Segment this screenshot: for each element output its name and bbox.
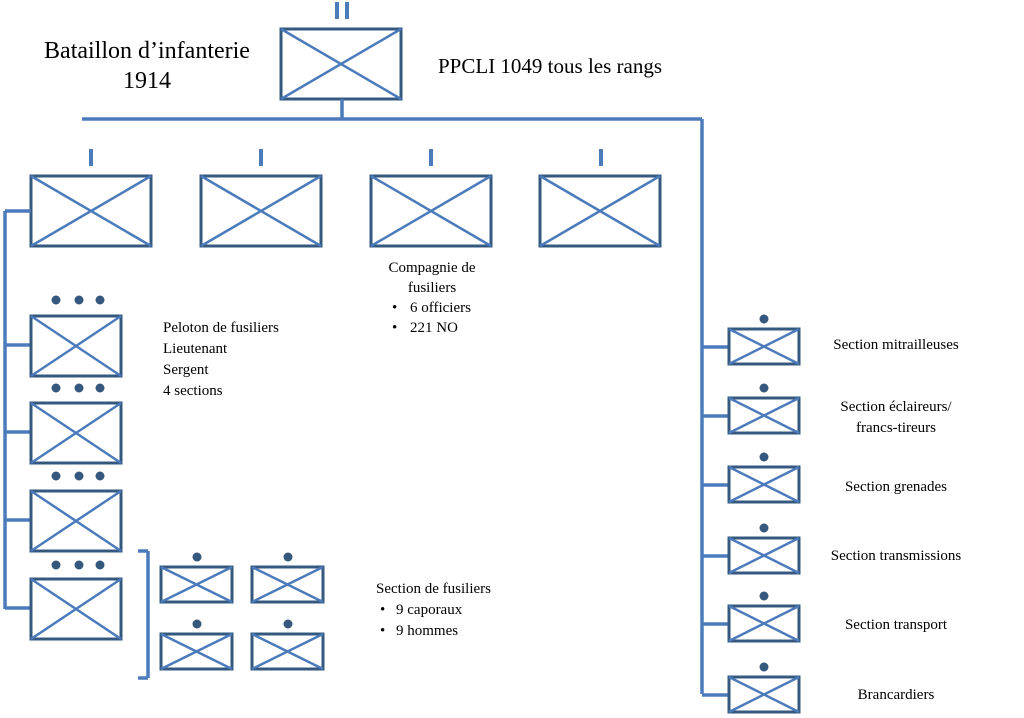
rifle-section-bullets: 9 caporaux 9 hommes xyxy=(376,600,491,642)
platoon-symbol-3 xyxy=(29,489,123,553)
support-label-scouts: Section éclaireurs/ francs-tireurs xyxy=(808,397,984,439)
company-label-line-1: Compagnie de xyxy=(388,260,476,276)
platoon-size-dot xyxy=(74,471,84,481)
support-section-size-dot xyxy=(759,523,769,533)
platoon-size-dot xyxy=(95,295,105,305)
support-section-symbol-4 xyxy=(727,536,801,575)
rifle-section-bullet-men: 9 hommes xyxy=(380,621,491,642)
support-label-signals-line-1: Section transmissions xyxy=(830,548,962,564)
support-section-symbol-2 xyxy=(727,396,801,435)
unit-cross-line xyxy=(728,327,800,366)
unit-cross-line xyxy=(251,632,324,671)
unit-cross-line xyxy=(728,396,800,435)
unit-cross-line xyxy=(200,174,322,248)
support-section-symbol-6 xyxy=(727,675,801,714)
rifle-section-size-dot xyxy=(283,552,293,562)
support-section-size-dot xyxy=(759,591,769,601)
unit-cross-line xyxy=(539,174,661,248)
company-symbol-1 xyxy=(29,174,153,248)
unit-cross-line xyxy=(728,465,800,504)
support-section-symbol-5 xyxy=(727,604,801,643)
rifle-section-size-dot xyxy=(192,552,202,562)
unit-cross-line xyxy=(728,604,800,643)
platoon-size-dot xyxy=(95,560,105,570)
platoon-size-dot xyxy=(74,295,84,305)
platoon-size-dot xyxy=(51,560,61,570)
platoon-size-dot xyxy=(74,560,84,570)
platoon-label-line-3: Sergent xyxy=(163,362,209,378)
rifle-section-title: Section de fusiliers xyxy=(376,581,491,597)
rifle-section-bullet-corporals: 9 caporaux xyxy=(380,600,491,621)
rifle-section-symbol-2 xyxy=(250,565,325,604)
unit-cross-line xyxy=(728,536,800,575)
platoon-size-dot xyxy=(95,471,105,481)
unit-cross-line xyxy=(728,675,800,714)
support-label-stretcher-bearers: Brancardiers xyxy=(808,685,984,706)
unit-cross-line xyxy=(280,27,402,101)
support-section-size-dot xyxy=(759,662,769,672)
support-label-stretcher-bearers-line-1: Brancardiers xyxy=(857,687,935,703)
platoon-size-dot xyxy=(51,383,61,393)
company-bullets: 6 officiers 221 NO xyxy=(364,298,500,338)
support-label-transport-line-1: Section transport xyxy=(844,617,948,633)
support-label-scouts-line-2: francs-tireurs xyxy=(856,420,936,436)
title-line-2: 1914 xyxy=(123,68,171,94)
rifle-section-symbol-3 xyxy=(159,632,234,671)
unit-cross-line xyxy=(30,577,122,641)
support-label-scouts-line-1: Section éclaireurs/ xyxy=(840,399,952,415)
platoon-size-dot xyxy=(51,295,61,305)
platoon-size-dot xyxy=(51,471,61,481)
rifle-section-size-dot xyxy=(192,619,202,629)
unit-cross-line xyxy=(370,174,492,248)
platoon-symbol-2 xyxy=(29,401,123,465)
support-label-machine-gun: Section mitrailleuses xyxy=(808,335,984,356)
platoon-label-line-1: Peloton de fusiliers xyxy=(163,320,279,336)
support-label-machine-gun-line-1: Section mitrailleuses xyxy=(833,337,959,353)
unit-cross-line xyxy=(30,314,122,378)
platoon-symbol-1 xyxy=(29,314,123,378)
unit-cross-line xyxy=(30,401,122,465)
company-bullet-nco: 221 NO xyxy=(392,318,500,338)
battalion-symbol xyxy=(279,27,403,101)
company-label-line-2: fusiliers xyxy=(407,280,457,296)
support-section-size-dot xyxy=(759,383,769,393)
title-line-1: Bataillon d’infanterie xyxy=(44,38,250,64)
battalion-label: PPCLI 1049 tous les rangs xyxy=(438,54,663,78)
unit-cross-line xyxy=(30,489,122,553)
rifle-section-label: Section de fusiliers 9 caporaux 9 hommes xyxy=(376,579,491,642)
platoon-label-line-4: 4 sections xyxy=(163,383,223,399)
support-section-symbol-3 xyxy=(727,465,801,504)
support-label-signals: Section transmissions xyxy=(808,546,984,567)
rifle-section-symbol-4 xyxy=(250,632,325,671)
platoon-size-dot xyxy=(95,383,105,393)
support-label-grenades: Section grenades xyxy=(808,477,984,498)
company-label: Compagnie de fusiliers 6 officiers 221 N… xyxy=(364,258,500,338)
rifle-section-size-dot xyxy=(283,619,293,629)
support-label-grenades-line-1: Section grenades xyxy=(844,479,948,495)
diagram-title: Bataillon d’infanterie 1914 xyxy=(22,36,272,96)
platoon-label: Peloton de fusiliers Lieutenant Sergent … xyxy=(163,318,279,402)
rifle-section-symbol-1 xyxy=(159,565,234,604)
platoon-size-dot xyxy=(74,383,84,393)
company-symbol-3 xyxy=(369,174,493,248)
unit-cross-line xyxy=(251,565,324,604)
unit-cross-line xyxy=(160,632,233,671)
support-section-size-dot xyxy=(759,452,769,462)
company-bullet-officers: 6 officiers xyxy=(392,298,500,318)
support-section-symbol-1 xyxy=(727,327,801,366)
unit-cross-line xyxy=(30,174,152,248)
company-symbol-2 xyxy=(199,174,323,248)
unit-cross-line xyxy=(160,565,233,604)
platoon-symbol-4 xyxy=(29,577,123,641)
support-section-size-dot xyxy=(759,314,769,324)
platoon-label-line-2: Lieutenant xyxy=(163,341,228,357)
support-label-transport: Section transport xyxy=(808,615,984,636)
company-symbol-4 xyxy=(538,174,662,248)
